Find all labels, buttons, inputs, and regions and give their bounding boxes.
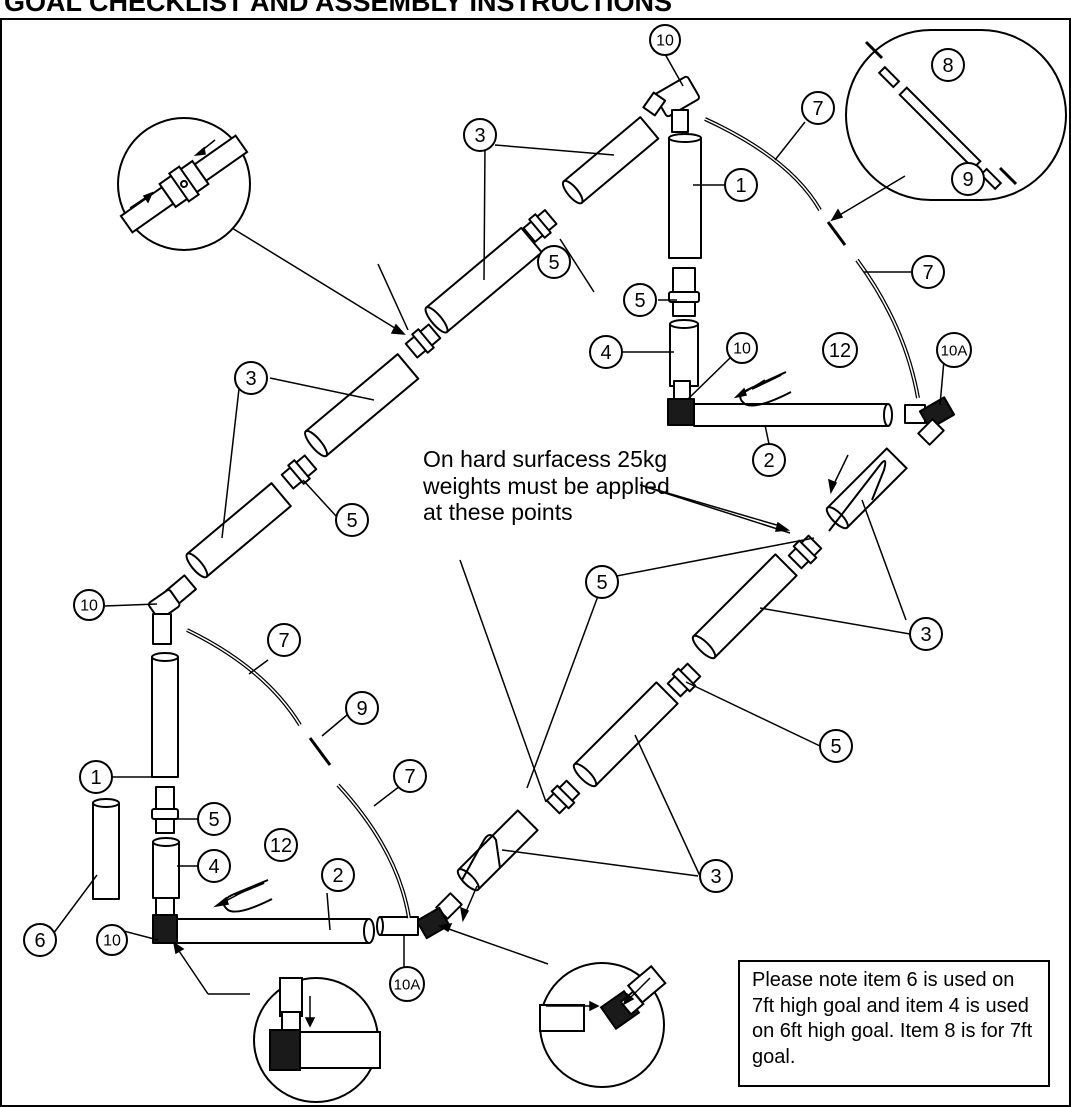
callout-4-right: 4 [600, 342, 611, 364]
callout-3-lower-left: 3 [710, 866, 721, 888]
callout-10A-right: 10A [941, 343, 968, 360]
callout-12-left: 12 [270, 835, 292, 857]
detail-circle-top-right [845, 29, 1067, 201]
leader-lines [52, 53, 945, 967]
detail-pointer-arrows [172, 175, 906, 995]
callout-3-lower-right: 3 [920, 624, 931, 646]
direction-arrows [213, 379, 849, 923]
callout-10-bottom-left: 10 [103, 933, 121, 950]
callout-12-right: 12 [829, 340, 851, 362]
callout-10-right: 10 [733, 341, 751, 358]
detail-circle-top-left [117, 117, 251, 251]
callout-5-left-upright: 5 [208, 809, 219, 831]
callout-5-top-chain: 5 [548, 252, 559, 274]
callout-5-left-chain: 5 [346, 510, 357, 532]
callout-10-left: 10 [80, 598, 98, 615]
callout-9-left: 9 [356, 698, 367, 720]
callout-circles [23, 24, 985, 1002]
left-upright [151, 613, 375, 944]
callout-8: 8 [942, 55, 953, 77]
part-6-tube [92, 798, 120, 900]
right-upright [667, 133, 956, 446]
callout-5-lower-right: 5 [830, 736, 841, 758]
callout-9-detail: 9 [962, 169, 973, 191]
callout-1-right: 1 [735, 175, 746, 197]
callout-2-right: 2 [763, 450, 774, 472]
callout-6: 6 [34, 930, 45, 952]
callout-10A-bottom: 10A [394, 977, 421, 994]
detail-circle-bottom-left [253, 977, 381, 1103]
callout-5-lower-upper: 5 [596, 572, 607, 594]
callout-7-left-bottom: 7 [404, 766, 415, 788]
callout-7-left-top: 7 [278, 630, 289, 652]
callout-3-left: 3 [245, 368, 256, 390]
callout-1-left: 1 [90, 767, 101, 789]
callout-2-left: 2 [332, 865, 343, 887]
goal-note-box: Please note item 6 is used on 7ft high g… [738, 960, 1050, 1087]
callout-3-top: 3 [474, 125, 485, 147]
callout-5-right-upright: 5 [634, 290, 645, 312]
page-title: GOAL CHECKLIST AND ASSEMBLY INSTRUCTIONS [4, 0, 673, 17]
callout-10-top: 10 [656, 33, 674, 50]
detail-circle-bottom-right [539, 962, 667, 1088]
callout-7-top: 7 [812, 98, 823, 120]
callout-7-right: 7 [922, 262, 933, 284]
hard-surface-note: On hard surfacess 25kg weights must be a… [423, 446, 670, 526]
frame-border [0, 18, 1071, 1107]
net-rails [186, 117, 920, 919]
callout-4-left: 4 [208, 856, 219, 878]
